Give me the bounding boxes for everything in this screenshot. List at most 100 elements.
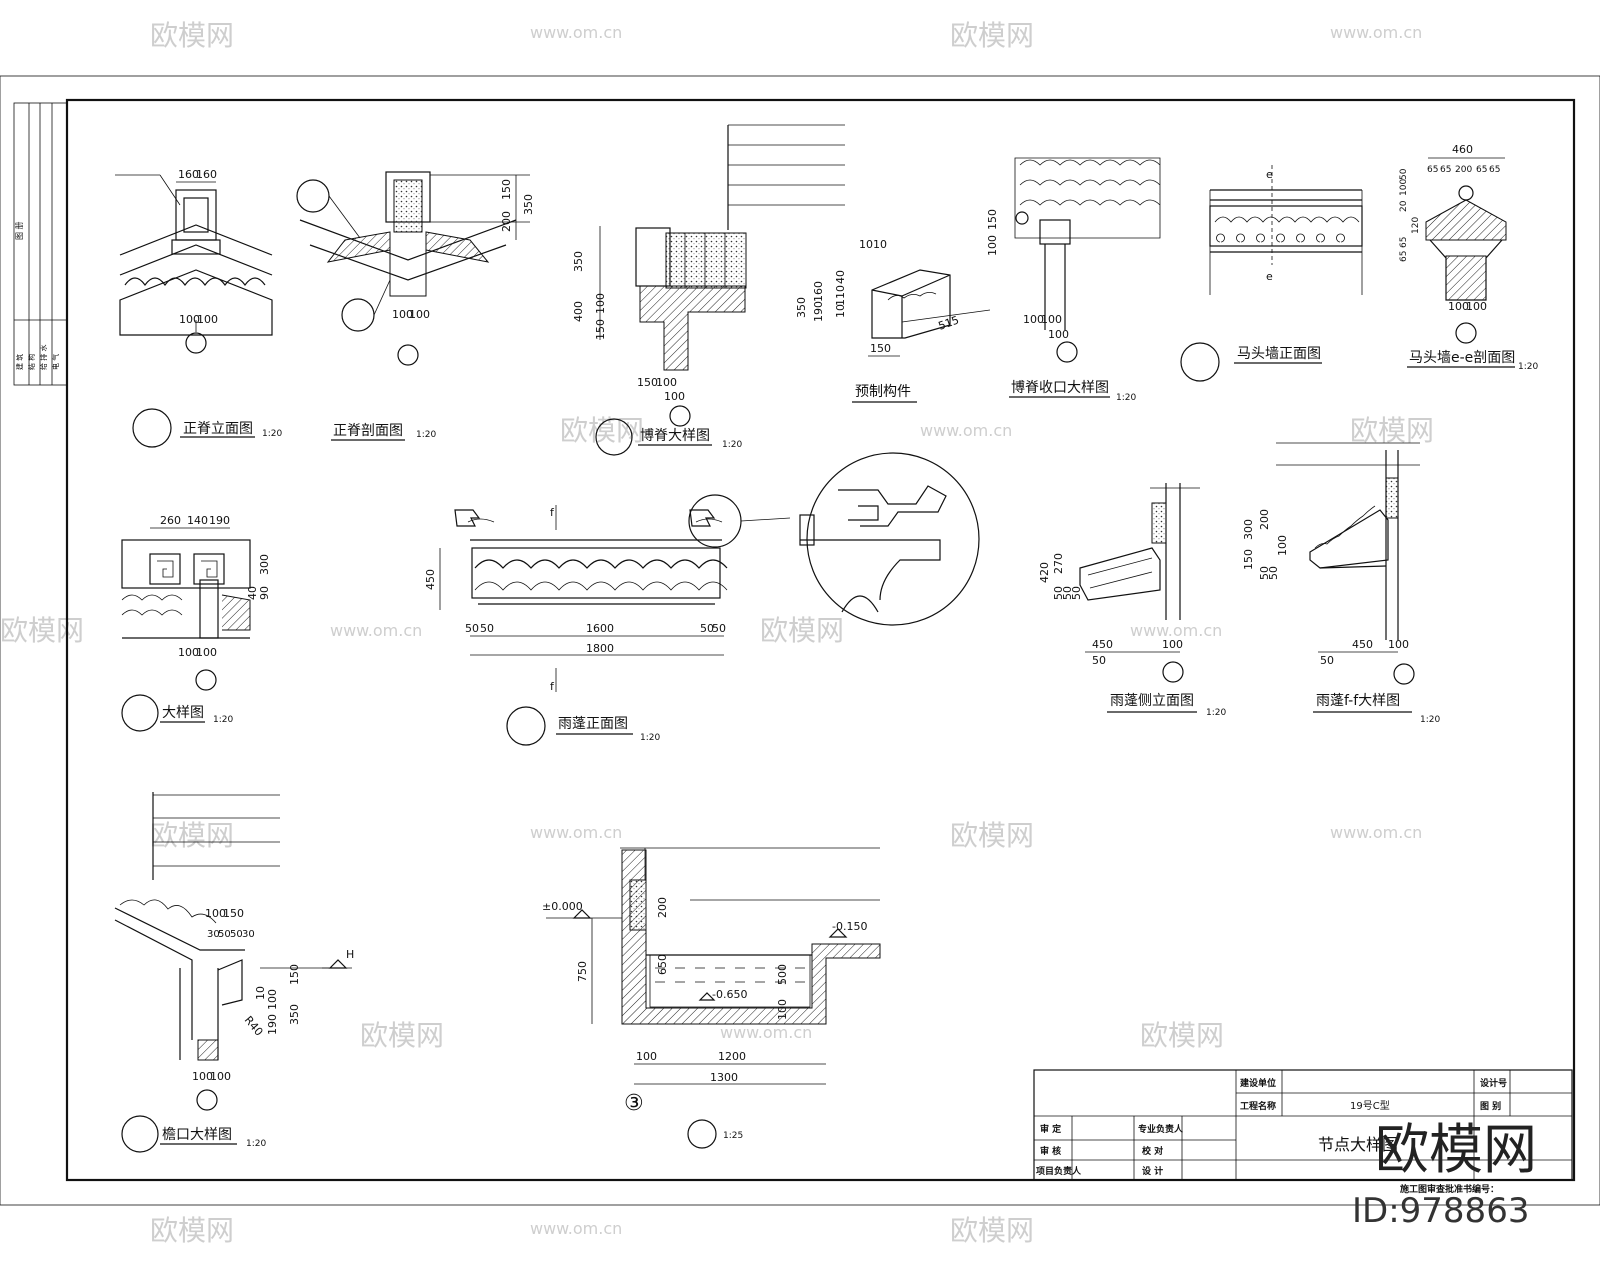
dim-label: 150 <box>500 179 513 200</box>
title-block-label: 校 对 <box>1142 1145 1163 1157</box>
dim-label: 190 <box>266 1014 279 1035</box>
title-block-label: 设 计 <box>1142 1165 1163 1177</box>
title-block-label: 图 别 <box>1480 1100 1501 1112</box>
horsehead-front-drawing: e e 马头墙正面图 <box>1180 165 1363 382</box>
canopy-section-drawing: 300 200 150 50 50 100 450 100 50 雨蓬f-f大样… <box>1242 442 1440 725</box>
gable-ridge-drawing: 350 400 150 100 150 100 100 博脊大样图 1:20 <box>572 124 845 456</box>
dim-label: 160 <box>812 281 825 302</box>
side-label: 图 册 <box>15 221 24 240</box>
dim-label: 50 <box>1052 586 1065 600</box>
title-block: 建设单位 设计号 工程名称 19号C型 图 别 审 定 审 核 项目负责人 专业… <box>1033 1069 1573 1195</box>
dim-label: 100 <box>1388 638 1409 651</box>
dim-label: 50 <box>480 622 494 635</box>
drawing-title: 正脊立面图 <box>183 421 253 437</box>
dim-label: 260 <box>160 514 181 527</box>
section-mark: f <box>550 506 555 519</box>
dim-label: 150 <box>986 209 999 230</box>
title-block-label: 建设单位 <box>1240 1077 1276 1089</box>
dim-label: 150 <box>870 342 891 355</box>
title-block-label: 审 定 <box>1040 1123 1062 1135</box>
watermark-url: www.om.cn <box>1330 823 1422 842</box>
dim-label: 20 <box>1399 200 1409 212</box>
watermark-layer: 欧模网 www.om.cn 欧模网 www.om.cn 欧模网 www.om.c… <box>0 19 1434 1247</box>
dim-label: 100 <box>179 313 200 326</box>
dim-label: 100 <box>1276 535 1289 556</box>
dim-label: 100 <box>178 646 199 659</box>
section-ref: ③ <box>624 1091 644 1116</box>
dim-label: 50 <box>1070 586 1083 600</box>
dim-label: 65 <box>1489 165 1500 175</box>
dim-label: 515 <box>937 313 961 332</box>
gable-end-drawing: 100 150 100 100 100 博脊收口大样图 1:20 <box>986 157 1161 403</box>
dim-label: 100 <box>409 308 430 321</box>
dim-label: 50 <box>1267 566 1280 580</box>
dim-label: 65 <box>1427 165 1438 175</box>
dim-label: 100 <box>1399 179 1409 196</box>
dim-label: 100 <box>197 313 218 326</box>
dim-label: 50 <box>1320 654 1334 667</box>
dim-label: 100 <box>210 1070 231 1083</box>
dim-label: 100 <box>1162 638 1183 651</box>
dim-label: 750 <box>576 961 589 982</box>
title-block-label: 工程名称 <box>1240 1100 1276 1112</box>
drawing-title: 马头墙e-e剖面图 <box>1409 350 1515 366</box>
dim-label: 90 <box>258 586 271 600</box>
dim-label: 100 <box>1048 328 1069 341</box>
detail-drawing: 260 140 190 300 90 40 100 100 大样图 1:20 <box>121 514 271 732</box>
dim-label: 120 <box>1411 217 1421 234</box>
side-label: 建 筑 <box>15 354 24 370</box>
pool-section-drawing: ±0.000 -0.150 -0.650 200 750 650 500 100… <box>542 847 881 1149</box>
watermark-brand: 欧模网 <box>1350 414 1434 447</box>
inner-frame <box>65 98 1576 1182</box>
section-mark: f <box>550 680 555 693</box>
dim-label: 100 <box>664 390 685 403</box>
dim-label: 1300 <box>710 1071 738 1084</box>
dim-label: 500 <box>776 964 789 985</box>
dim-label: 50 <box>1061 586 1074 600</box>
dim-label: 10 <box>254 986 267 1000</box>
watermark-url: www.om.cn <box>920 421 1012 440</box>
dim-label: 100 <box>196 646 217 659</box>
dim-label: 65 <box>1399 237 1409 248</box>
dim-label: 350 <box>572 251 585 272</box>
drawing-title: 博脊大样图 <box>640 427 710 444</box>
section-mark: e <box>1266 270 1273 283</box>
watermark-brand: 欧模网 <box>150 819 234 852</box>
dim-label: 40 <box>246 586 259 600</box>
drawing-title: 预制构件 <box>855 384 911 400</box>
eave-drawing: 100 150 30 50 50 30 150 190 100 10 350 R… <box>114 792 354 1153</box>
dim-label: 100 <box>192 1070 213 1083</box>
dim-label: 450 <box>1352 638 1373 651</box>
dim-label: 1200 <box>718 1050 746 1063</box>
watermark-url: www.om.cn <box>530 1219 622 1238</box>
drawing-scale: 1:20 <box>416 430 436 440</box>
dim-label: 10 <box>873 238 887 251</box>
dim-label: 100 <box>594 293 607 314</box>
dim-label: 50 <box>712 622 726 635</box>
drawing-title: 雨蓬f-f大样图 <box>1316 693 1400 709</box>
ridge-section-drawing: 150 200 350 100 100 正脊剖面图 1:20 <box>296 171 535 441</box>
title-block-label: 专业负责人 <box>1138 1123 1184 1135</box>
drawing-title: 雨蓬侧立面图 <box>1110 693 1194 709</box>
watermark-url: www.om.cn <box>330 621 422 640</box>
dim-label: 1800 <box>586 642 614 655</box>
dim-label: 450 <box>1092 638 1113 651</box>
dim-label: 650 <box>656 954 669 975</box>
watermark-brand: 欧模网 <box>560 414 644 447</box>
watermark-url: www.om.cn <box>720 1023 812 1042</box>
outer-frame <box>0 75 1600 1206</box>
dim-label: 100 <box>656 376 677 389</box>
dim-label: 65 <box>1399 251 1409 262</box>
drawing-title: 马头墙正面图 <box>1237 346 1321 362</box>
watermark-brand: 欧模网 <box>950 819 1034 852</box>
dim-label: 100 <box>1448 300 1469 313</box>
drawing-title: 正脊剖面图 <box>333 423 403 439</box>
dim-label: 30 <box>242 929 255 940</box>
watermark-brand: 欧模网 <box>760 614 844 647</box>
dim-label: 300 <box>1242 519 1255 540</box>
drawing-scale: 1:20 <box>262 429 282 439</box>
dim-label: 10 <box>859 238 873 251</box>
dim-label: 150 <box>288 964 301 985</box>
dim-label: 50 <box>218 929 231 940</box>
